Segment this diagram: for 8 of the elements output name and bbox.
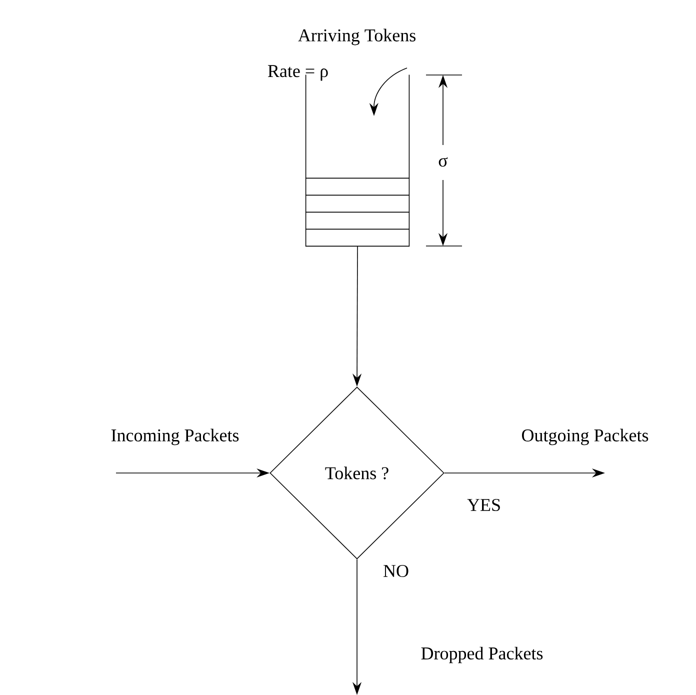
output-label: Outgoing Packets bbox=[522, 428, 648, 446]
output-label: Dropped Packets bbox=[421, 646, 543, 664]
edge-label: YES bbox=[467, 498, 500, 512]
dimension-label: σ bbox=[438, 157, 448, 167]
title-text: Arriving Tokens bbox=[298, 28, 416, 46]
rate-label: Rate = ρ bbox=[268, 65, 328, 81]
edge-label: NO bbox=[384, 564, 408, 578]
edge-label: Incoming Packets bbox=[111, 428, 239, 446]
